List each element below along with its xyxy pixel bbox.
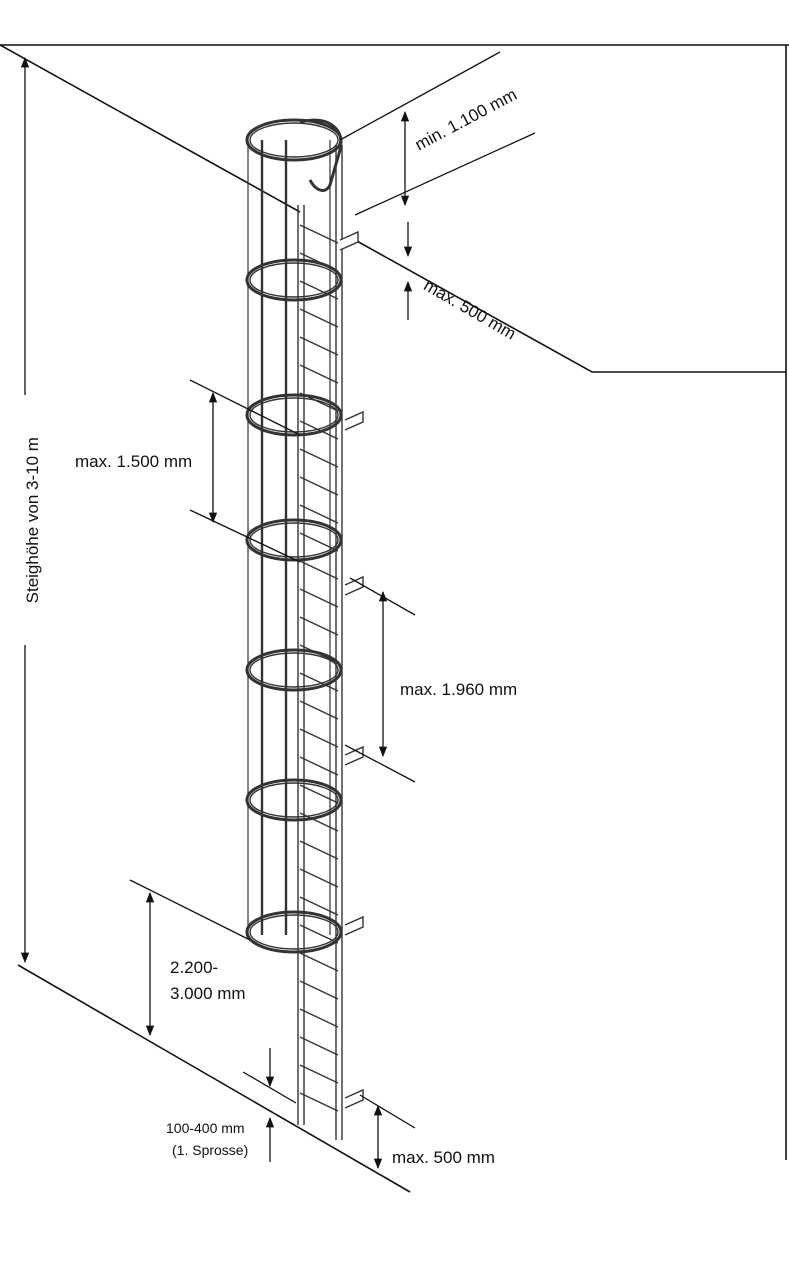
ladder-rung [299,784,339,804]
handrail-loop [299,118,343,192]
wall-bracket [344,915,364,936]
cage-ring [245,518,343,562]
wall-bracket [344,410,364,431]
ladder [245,118,364,1140]
cage-ring-inner [249,652,339,688]
ladder-rung [299,364,339,384]
cage-ring [245,393,343,437]
ladder-rung [299,616,339,636]
ladder-rung [299,672,339,692]
first-rung-label-2: (1. Sprosse) [172,1142,249,1158]
cage-ring-inner [249,397,339,433]
ladder-rung [299,952,339,972]
ladder-rung [299,868,339,888]
wall-bracket [339,230,359,251]
cage-ring [245,910,343,954]
ladder-rung [299,896,339,916]
bottom-offset-label: max. 500 mm [392,1148,495,1167]
ladder-rung [299,1092,339,1112]
cage-ring-inner [249,782,339,818]
ladder-rung [299,280,339,300]
ladder-rung [299,1064,339,1084]
cage-ring-spacing-label: max. 1.500 mm [75,452,193,471]
ladder-rung [299,448,339,468]
cage-ring [245,648,343,692]
cage-ring-inner [249,122,339,158]
cage-ring [245,258,343,302]
ladder-rung [299,336,339,356]
ladder-rung [299,756,339,776]
cage-start-label-2: 3.000 mm [170,984,246,1003]
ladder-rung [299,308,339,328]
cage-ring-inner [249,262,339,298]
cage-ring [245,778,343,822]
building-outline [0,44,789,1193]
ladder-rung [299,700,339,720]
ladder-rung [299,924,339,944]
ladder-rung [299,560,339,580]
ladder-rung [299,504,339,524]
dimension-lines [20,51,536,1170]
cage-ring-inner [249,914,339,950]
ladder-rung [299,728,339,748]
cage-start-label-1: 2.200- [170,958,219,977]
ladder-rung [299,1036,339,1056]
ladder-rung [299,476,339,496]
wall-bracket [344,1088,364,1109]
cage-ring-inner [249,522,339,558]
ladder-rung [299,588,339,608]
ladder-rung [299,980,339,1000]
total-height-label: Steighöhe von 3-10 m [22,437,42,604]
ladder-rung [299,420,339,440]
ladder-rung [299,1008,339,1028]
bracket-spacing-label: max. 1.960 mm [400,680,518,699]
ladder-rung [299,224,339,244]
ladder-rung [299,840,339,860]
first-rung-label-1: 100-400 mm [166,1120,245,1136]
ladder-rung [299,532,339,552]
